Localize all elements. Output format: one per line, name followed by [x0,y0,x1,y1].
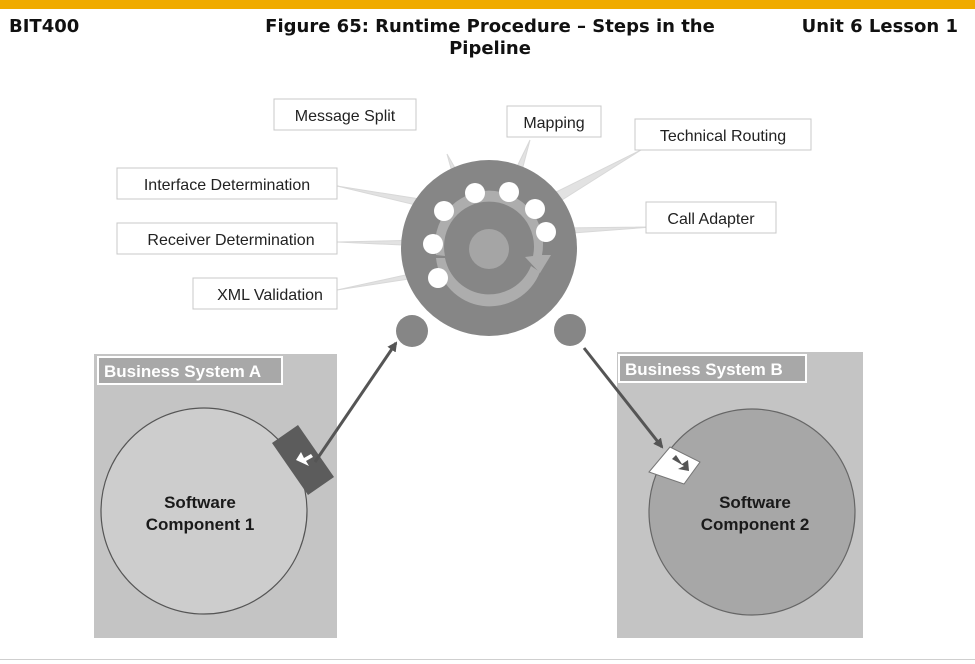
arrow-to-pipeline [313,341,398,463]
component-1-line1: Software [164,493,236,512]
software-component-2 [648,408,856,616]
component-2-line1: Software [719,493,791,512]
software-component-1 [100,407,308,615]
label-xml-validation: XML Validation [217,287,323,304]
label-receiver-determination: Receiver Determination [147,232,314,249]
system-a-label-box [97,356,283,385]
label-call-adapter: Call Adapter [667,211,755,228]
pipeline-hub [469,229,509,269]
rotation-arrow-upper [434,190,551,273]
outbound-port [554,314,586,346]
system-a-label: Business System A [104,362,261,381]
course-code: BIT400 [9,16,80,37]
step-dot-call-adapter [536,222,556,242]
unit-lesson: Unit 6 Lesson 1 [801,16,958,37]
system-b-label: Business System B [625,360,783,379]
flow-arrows [313,341,664,463]
step-dot-message-split [465,183,485,203]
step-dot-technical-routing [525,199,545,219]
rotation-arrow-lower [436,258,540,307]
step-labels: Message Split Mapping Technical Routing … [116,98,812,310]
label-message-split: Message Split [295,108,396,125]
inbound-adapter-block [648,446,701,485]
top-accent-bar [0,0,975,9]
outbound-adapter-arrow-icon [296,452,313,466]
step-dot-xml-validation [428,268,448,288]
component-1-line2: Component 1 [146,515,255,534]
arrow-to-system-b [582,347,664,449]
label-interface-determination: Interface Determination [144,177,310,194]
pipeline-wheel [396,160,586,347]
label-technical-routing: Technical Routing [660,128,786,145]
step-dot-receiver-determination [423,234,443,254]
step-dot-mapping [499,182,519,202]
business-system-b: Business System B Software Component 2 [617,352,863,638]
inbound-adapter-arrow-icon [672,455,689,471]
bottom-divider [0,659,975,660]
label-mapping: Mapping [523,115,584,132]
system-b-label-box [618,354,807,383]
figure-title: Figure 65: Runtime Procedure – Steps in … [265,16,715,59]
inbound-port [396,315,428,347]
step-dot-interface-determination [434,201,454,221]
component-2-line2: Component 2 [701,515,810,534]
business-system-a: Business System A Software Component 1 [94,354,337,638]
